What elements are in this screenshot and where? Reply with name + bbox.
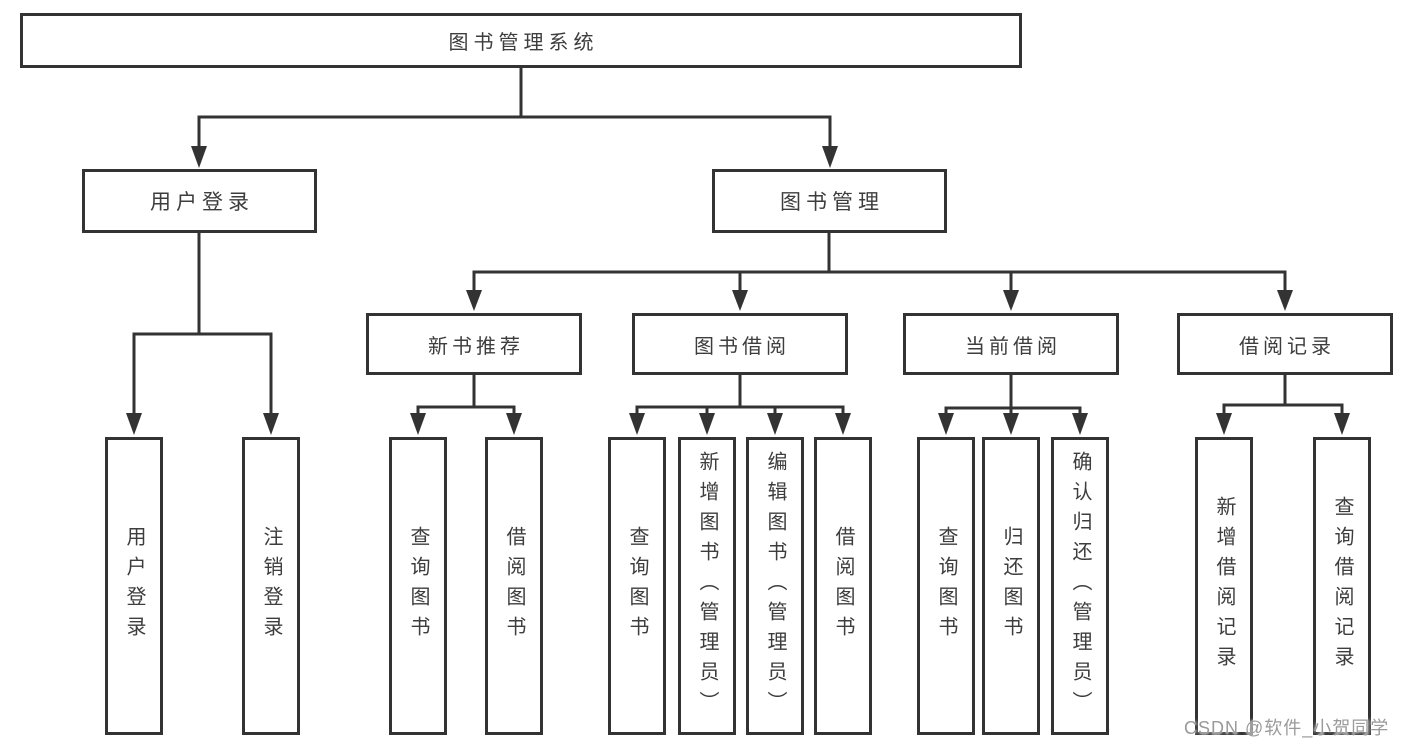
- node-current-borrow-label: 当前借阅: [965, 335, 1061, 358]
- node-root-label: 图书管理系统: [448, 32, 599, 54]
- leaf-logout: 注销登录: [242, 437, 300, 735]
- leaf-user-login-label: 用户登录: [123, 526, 145, 646]
- leaf-records-add-record: 新增借阅记录: [1195, 437, 1253, 735]
- leaf-borrow-query-books: 查询图书: [608, 437, 666, 735]
- leaf-recommend-borrow-books: 借阅图书: [485, 437, 543, 735]
- node-book-borrow: 图书借阅: [632, 313, 848, 375]
- leaf-current-query-books: 查询图书: [917, 437, 975, 735]
- leaf-current-confirm-return: 确认归还（管理员）: [1051, 437, 1109, 735]
- node-user-login-label: 用户登录: [150, 191, 254, 214]
- node-new-book-recommend-label: 新书推荐: [428, 335, 524, 358]
- node-borrow-records: 借阅记录: [1177, 313, 1393, 375]
- leaf-records-query-record: 查询借阅记录: [1313, 437, 1371, 735]
- node-book-borrow-label: 图书借阅: [694, 335, 790, 358]
- leaf-user-login: 用户登录: [105, 437, 163, 735]
- leaf-current-query-books-label: 查询图书: [935, 526, 957, 646]
- leaf-borrow-edit-books-label: 编辑图书（管理员）: [764, 451, 786, 721]
- leaf-borrow-borrow-books: 借阅图书: [814, 437, 872, 735]
- leaf-recommend-query-books-label: 查询图书: [407, 526, 429, 646]
- node-borrow-records-label: 借阅记录: [1239, 335, 1335, 358]
- leaf-current-return-books-label: 归还图书: [1000, 526, 1022, 646]
- connector-lines: [132, 68, 1344, 418]
- node-user-login: 用户登录: [82, 169, 317, 233]
- watermark-text: CSDN @软件_小贺同学: [1184, 718, 1390, 738]
- node-current-borrow: 当前借阅: [903, 313, 1119, 375]
- node-new-book-recommend: 新书推荐: [366, 313, 582, 375]
- node-book-management: 图书管理: [712, 169, 947, 233]
- leaf-borrow-add-books: 新增图书（管理员）: [678, 437, 736, 735]
- leaf-borrow-query-books-label: 查询图书: [626, 526, 648, 646]
- leaf-borrow-add-books-label: 新增图书（管理员）: [696, 451, 718, 721]
- leaf-current-confirm-return-label: 确认归还（管理员）: [1069, 451, 1091, 721]
- leaf-recommend-query-books: 查询图书: [389, 437, 447, 735]
- node-book-management-label: 图书管理: [780, 191, 884, 214]
- leaf-recommend-borrow-books-label: 借阅图书: [503, 526, 525, 646]
- leaf-records-query-record-label: 查询借阅记录: [1331, 496, 1353, 676]
- leaf-logout-label: 注销登录: [260, 526, 282, 646]
- arrowheads: [126, 146, 1350, 435]
- leaf-borrow-borrow-books-label: 借阅图书: [832, 526, 854, 646]
- leaf-borrow-edit-books: 编辑图书（管理员）: [746, 437, 804, 735]
- leaf-records-add-record-label: 新增借阅记录: [1213, 496, 1235, 676]
- node-root-system: 图书管理系统: [20, 13, 1022, 68]
- leaf-current-return-books: 归还图书: [982, 437, 1040, 735]
